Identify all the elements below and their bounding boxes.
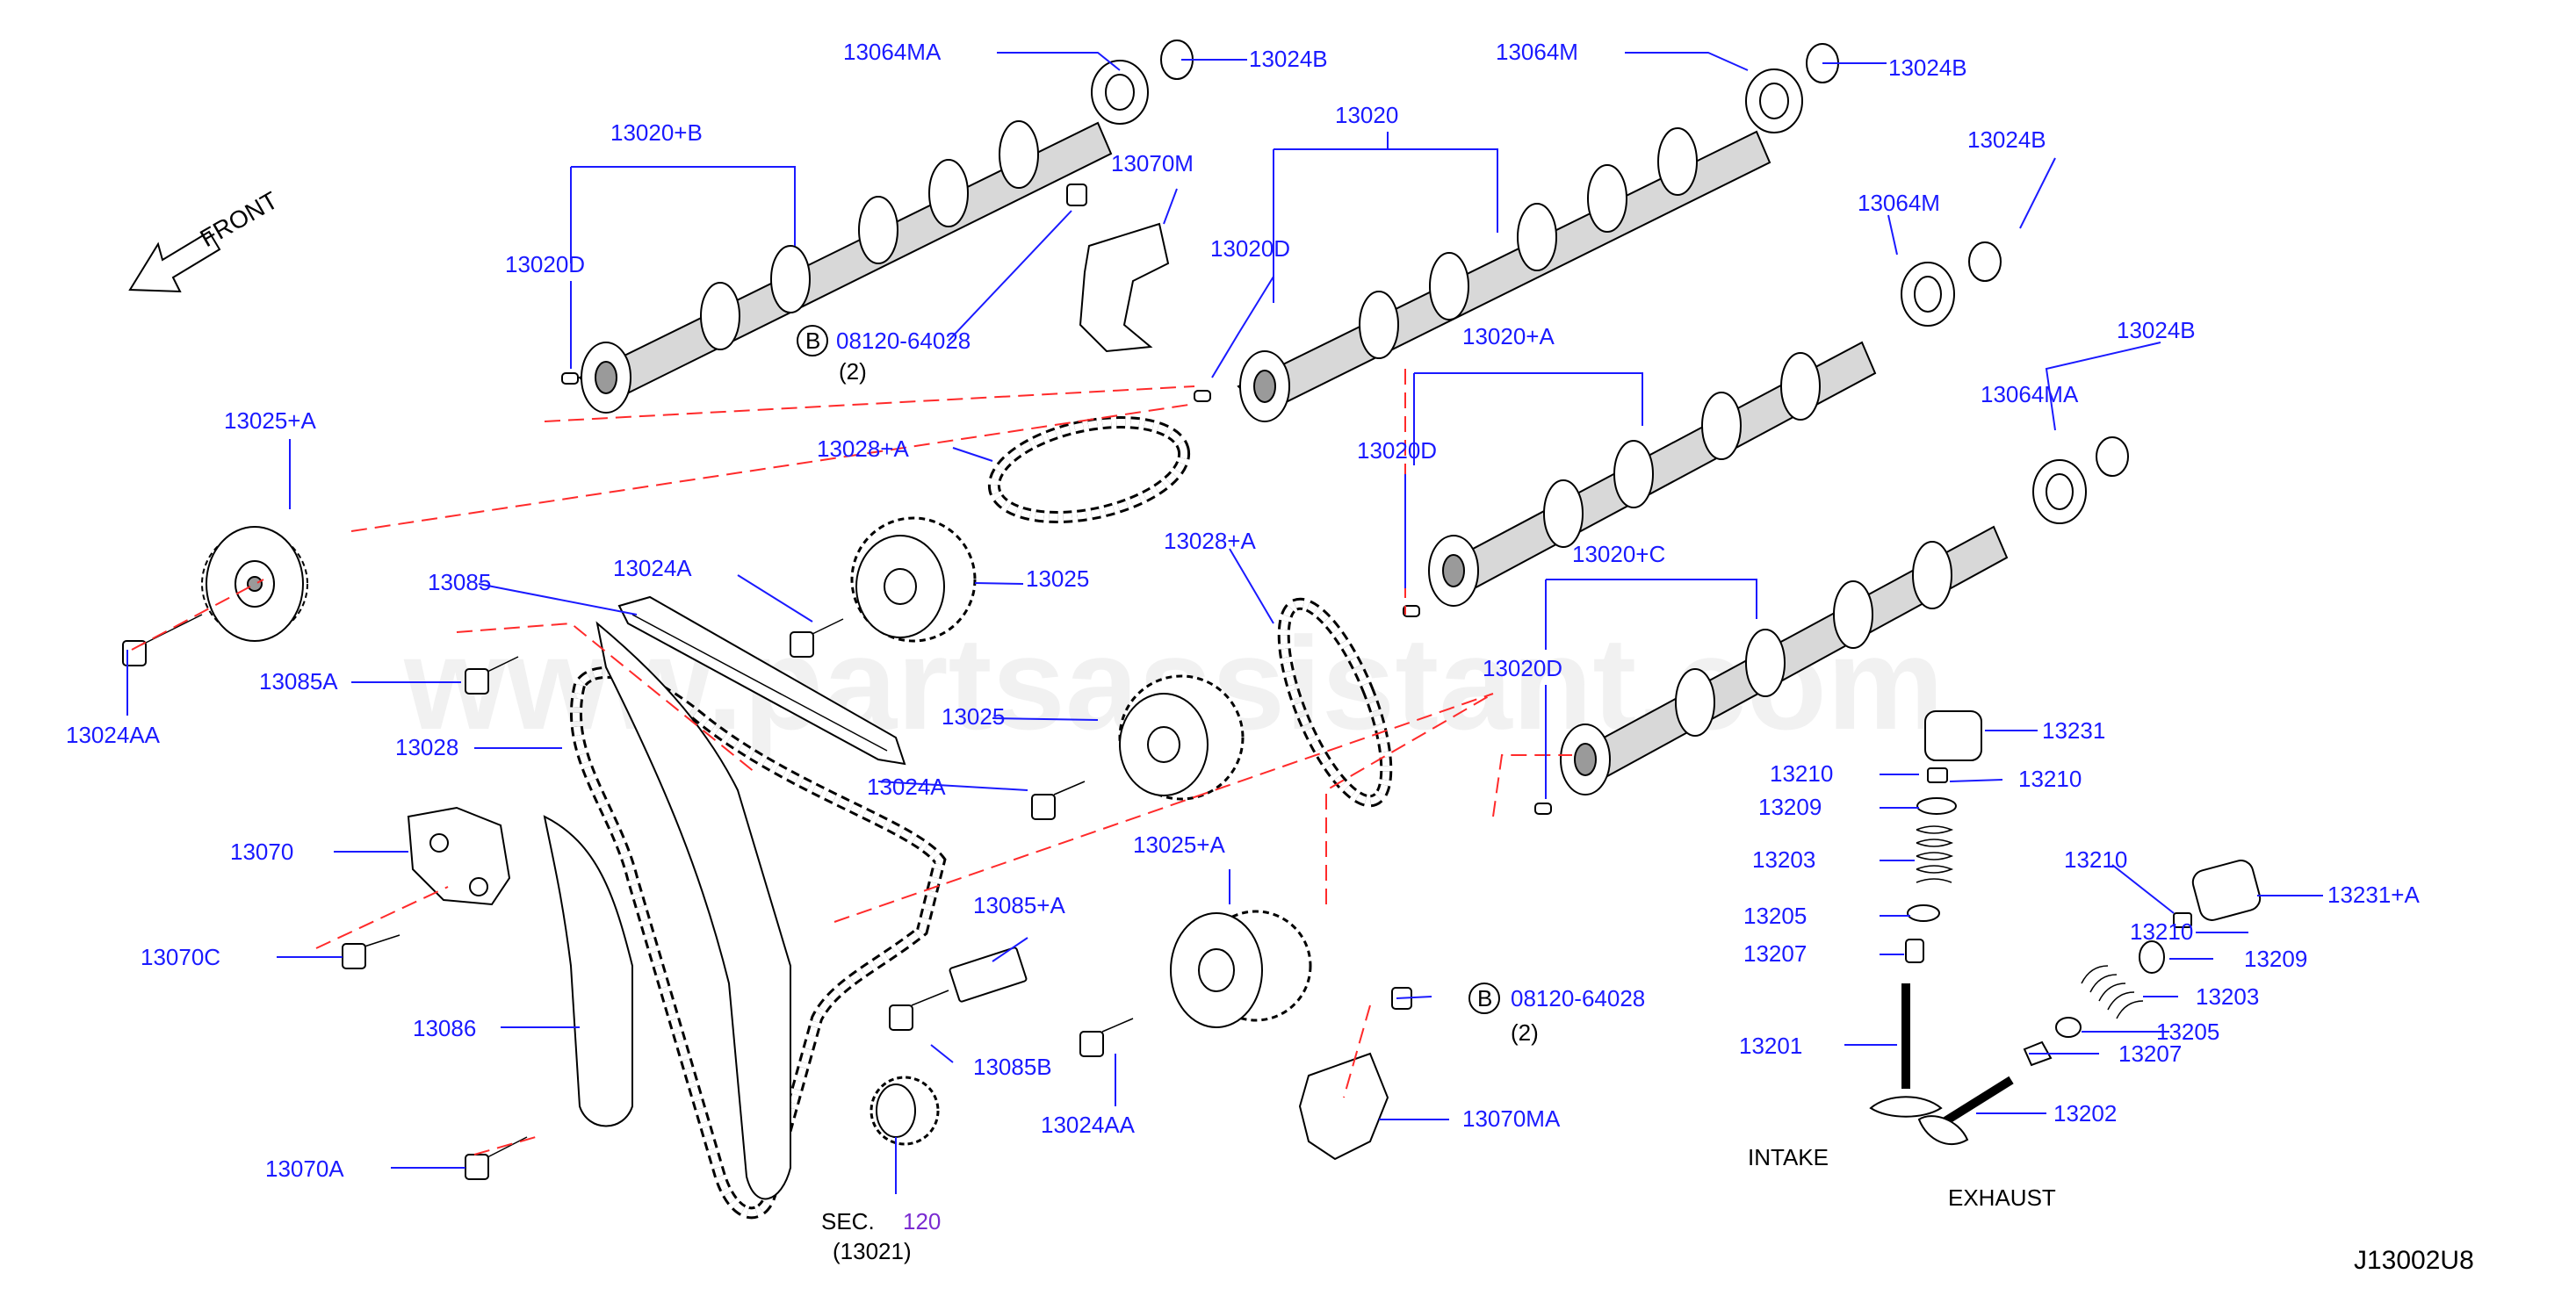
part-label[interactable]: 13070MA (1462, 1105, 1561, 1132)
part-label[interactable]: 13210 (2130, 918, 2193, 945)
part-label[interactable]: 13025 (1026, 565, 1089, 592)
valve-train-intake (1869, 710, 1982, 1118)
part-label[interactable]: 13025+A (1133, 831, 1225, 858)
part-label[interactable]: 13064MA (1981, 381, 2079, 407)
part-label[interactable]: 13209 (2244, 946, 2307, 972)
part-label[interactable]: 13028+A (817, 436, 909, 462)
part-label[interactable]: 13024A (867, 774, 946, 800)
sec-sub: (13021) (833, 1238, 912, 1264)
timing-chain-13028A-2 (1277, 597, 1393, 808)
qty-note: (2) (839, 358, 867, 385)
front-label: FRONT (196, 186, 283, 252)
part-label[interactable]: 13024A (613, 555, 692, 581)
camshaft-13020 (1237, 127, 1771, 422)
leader-lines (126, 52, 2323, 1194)
part-label[interactable]: 13064M (1496, 39, 1578, 65)
part-label[interactable]: 13205 (1743, 903, 1807, 929)
part-label[interactable]: 13202 (2053, 1100, 2117, 1127)
part-label[interactable]: 13210 (2064, 846, 2127, 873)
part-label[interactable]: 13085B (973, 1054, 1052, 1080)
qty-note: (2) (1511, 1019, 1539, 1046)
crank-sprocket (869, 1076, 940, 1146)
sprocket-13025-1 (850, 516, 977, 643)
part-label[interactable]: 13201 (1739, 1033, 1802, 1059)
svg-text:B: B (805, 328, 820, 354)
dowel-pins (561, 372, 1552, 815)
part-label[interactable]: 13070C (141, 944, 220, 970)
part-label[interactable]: 13028 (395, 734, 458, 760)
bolt-b-marker-2: B (1468, 983, 1500, 1014)
timing-chain-13028 (570, 666, 947, 1220)
camshaft-13020C (1560, 525, 2009, 795)
part-label[interactable]: 13070 (230, 839, 293, 865)
part-label[interactable]: 13231+A (2327, 882, 2420, 908)
part-label[interactable]: 13024AA (1041, 1112, 1136, 1138)
part-label[interactable]: 13024B (1888, 54, 1967, 81)
diagram-code: J13002U8 (2354, 1246, 2474, 1275)
sprocket-13025-2 (1118, 674, 1245, 801)
part-label[interactable]: 13020 (1335, 102, 1398, 128)
part-label[interactable]: 13024B (1967, 126, 2046, 153)
sec-prefix: SEC. (821, 1208, 875, 1235)
sec-link[interactable]: 120 (903, 1208, 941, 1235)
part-label[interactable]: 13203 (2196, 983, 2259, 1010)
part-label[interactable]: 13024AA (66, 722, 161, 748)
bolts (122, 184, 1412, 1180)
exhaust-note: EXHAUST (1948, 1184, 2056, 1211)
chain-guide-13085 (617, 595, 906, 766)
tension-guide-13086 (543, 815, 633, 1127)
part-label[interactable]: 13209 (1758, 794, 1822, 820)
sprocket-13025A-top (201, 526, 308, 642)
part-label[interactable]: 13020D (1210, 235, 1290, 262)
part-label[interactable]: 08120-64028 (836, 328, 971, 354)
cam-seal-parts (1091, 40, 2129, 524)
part-label[interactable]: 08120-64028 (1511, 985, 1645, 1011)
timing-chain-13028A-1 (987, 416, 1191, 523)
part-label[interactable]: 13020D (505, 251, 585, 277)
part-label[interactable]: 13025+A (224, 407, 316, 434)
part-label[interactable]: 13028+A (1164, 528, 1256, 554)
part-label[interactable]: 13085A (259, 668, 338, 695)
part-label[interactable]: 13085 (428, 569, 491, 595)
part-label[interactable]: 13020D (1357, 437, 1437, 464)
part-label[interactable]: 13210 (2018, 766, 2082, 792)
part-label[interactable]: 13024B (2117, 317, 2196, 343)
part-label[interactable]: 13020+C (1572, 541, 1665, 567)
part-label[interactable]: 13070M (1111, 150, 1194, 176)
part-label[interactable]: 13210 (1770, 760, 1833, 787)
sprocket-13025A-bottom (1170, 910, 1312, 1028)
part-label[interactable]: 13086 (413, 1015, 476, 1041)
part-label[interactable]: 13064MA (843, 39, 942, 65)
alignment-lines (131, 369, 1572, 1155)
camshaft-13020A (1428, 341, 1877, 607)
valve-train-exhaust (1917, 860, 2262, 1145)
part-label[interactable]: 13231 (2042, 717, 2105, 744)
part-label[interactable]: 13020+B (610, 119, 703, 146)
tensioner-13070M (1079, 222, 1170, 353)
part-label[interactable]: 13020+A (1462, 323, 1555, 349)
intake-note: INTAKE (1748, 1144, 1829, 1170)
part-label[interactable]: 13207 (1743, 940, 1807, 967)
front-arrow-icon (128, 230, 221, 293)
slack-guide-13070 (595, 621, 791, 1200)
part-label[interactable]: 13085+A (973, 892, 1065, 918)
part-label[interactable]: 13064M (1858, 190, 1940, 216)
bolt-b-marker-1: B (797, 325, 828, 356)
part-label[interactable]: 13025 (942, 703, 1005, 730)
part-label[interactable]: 13205 (2156, 1019, 2219, 1045)
camshaft-13020B (578, 120, 1113, 414)
tensioner-13070MA (1298, 1052, 1389, 1161)
tensioner-13070 (407, 806, 511, 906)
part-labels: 13064MA 13024B 13064M 13024B 13020+B 130… (66, 39, 2474, 1275)
part-label[interactable]: 13207 (2118, 1040, 2182, 1067)
part-label[interactable]: 13024B (1249, 46, 1328, 72)
part-label[interactable]: 13070A (265, 1155, 344, 1182)
part-label[interactable]: 13203 (1752, 846, 1815, 873)
svg-text:B: B (1477, 985, 1492, 1011)
part-label[interactable]: 13020D (1483, 655, 1562, 681)
